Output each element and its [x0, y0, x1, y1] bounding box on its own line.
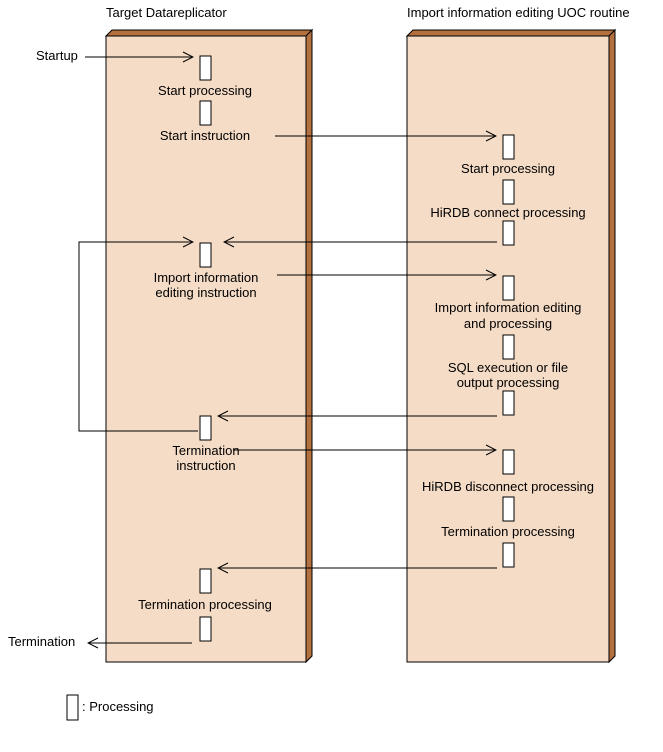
right-processing-box-6 — [502, 390, 515, 416]
left-termination-processing-label: Termination processing — [138, 597, 272, 612]
left-start-processing-label: Start processing — [158, 83, 252, 98]
right-processing-box-5 — [502, 334, 515, 360]
right-panel-top-face — [405, 29, 617, 37]
right-processing-box-3 — [502, 220, 515, 246]
left-lane-panel — [104, 28, 314, 664]
left-panel-top-face — [104, 29, 314, 37]
right-import-editing-label-2: and processing — [464, 316, 552, 331]
left-processing-box-4 — [199, 415, 212, 441]
left-termination-instruction-label-2: instruction — [176, 458, 235, 473]
left-start-instruction-label: Start instruction — [160, 128, 250, 143]
right-import-editing-label-1: Import information editing — [435, 300, 582, 315]
termination-label: Termination — [8, 634, 75, 649]
right-panel-side-face — [608, 28, 616, 664]
processing-box-icon — [66, 694, 79, 721]
right-processing-box-2 — [502, 179, 515, 205]
legend-label: : Processing — [82, 699, 154, 714]
left-import-instruction-label-2: editing instruction — [155, 285, 256, 300]
message-arrows — [78, 57, 497, 643]
right-sql-label-2: output processing — [457, 375, 560, 390]
right-connect-label: HiRDB connect processing — [430, 205, 585, 220]
startup-label: Startup — [36, 48, 78, 63]
right-processing-box-7 — [502, 449, 515, 475]
right-processing-box-9 — [502, 542, 515, 568]
left-processing-box-1 — [199, 55, 212, 81]
right-disconnect-label: HiRDB disconnect processing — [422, 479, 594, 494]
right-lane-title: Import information editing UOC routine — [407, 5, 630, 20]
right-sql-label-1: SQL execution or file — [448, 360, 568, 375]
right-processing-box-4 — [502, 275, 515, 301]
right-termination-processing-label: Termination processing — [441, 524, 575, 539]
left-panel-side-face — [305, 28, 313, 664]
right-start-processing-label: Start processing — [461, 161, 555, 176]
left-processing-box-6 — [199, 616, 212, 642]
left-processing-box-2 — [199, 100, 212, 126]
loop-back-arrow — [78, 242, 198, 432]
left-processing-box-5 — [199, 568, 212, 594]
left-panel-front-face — [105, 35, 307, 663]
right-processing-box-1 — [502, 134, 515, 160]
left-lane-title: Target Datareplicator — [106, 5, 227, 20]
right-processing-box-8 — [502, 496, 515, 522]
left-processing-box-3 — [199, 242, 212, 268]
left-termination-instruction-label-1: Termination — [172, 443, 239, 458]
left-import-instruction-label-1: Import information — [154, 270, 259, 285]
